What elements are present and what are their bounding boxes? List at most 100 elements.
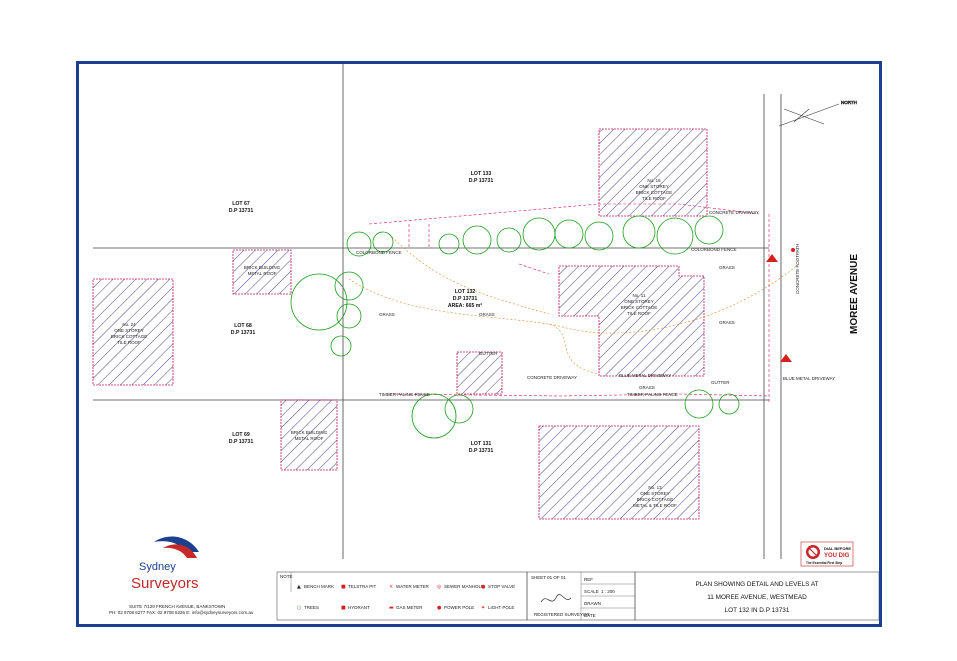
lot-133-name: LOT 133: [471, 171, 492, 177]
tree: [411, 393, 457, 439]
legend-symbol-icon: ×: [389, 584, 393, 590]
building-no-15: [598, 128, 708, 217]
surveyor-label: REGISTERED SURVEYOR: [534, 612, 590, 617]
lot-69-dp: D.P 13731: [229, 439, 254, 445]
sheet-info: SHEET 01 OF 01 REGISTERED SURVEYOR REF S…: [526, 571, 636, 621]
lot-131-dp: D.P 13731: [469, 448, 494, 454]
north-arrow: NORTH: [778, 100, 857, 127]
lot-67-name: LOT 67: [232, 201, 250, 207]
logo-name-line2: Surveyors: [131, 575, 199, 592]
legend-item-label: SEWER MANHOLE: [444, 584, 484, 589]
no-24-label: No. 24: [122, 322, 136, 327]
tree: [496, 227, 522, 253]
tree: [336, 303, 362, 329]
lot-68-name: LOT 68: [234, 323, 252, 329]
brick-top-roof: METAL ROOF: [248, 271, 277, 276]
legend-symbol-icon: ●: [481, 584, 486, 590]
street-name: MOREE AVENUE: [849, 254, 860, 334]
no-15-roof: TILE ROOF: [642, 196, 666, 201]
logo-address: SUITE 7/129 FRENCH AVENUE, BANKSTOWN: [129, 604, 225, 609]
lot-132-area: AREA: 665 m²: [448, 303, 483, 309]
dbyd-line2: YOU DIG: [824, 553, 850, 559]
tree: [346, 231, 372, 257]
no-11-material: BRICK COTTAGE: [621, 305, 657, 310]
no-11-roof: TILE ROOF: [627, 311, 651, 316]
utility-symbols: [766, 248, 795, 362]
legend-item-label: HYDRANT: [348, 605, 370, 610]
legend-item-label: POWER POLE: [444, 605, 474, 610]
tree: [334, 271, 364, 301]
lot-132-dp: D.P 13731: [453, 296, 478, 302]
no-13-material: BRICK COTTAGE: [637, 497, 673, 502]
contours: [348, 233, 800, 375]
legend-item-label: BENCH MARK: [304, 584, 334, 589]
no-13-storey: ONE STOREY: [640, 491, 669, 496]
legend-note-title: NOTE: [280, 574, 293, 579]
blue-metal-driveway-label: BLUE METAL DRIVEWAY: [619, 373, 671, 378]
legend-item-label: LIGHT POLE: [488, 605, 514, 610]
tree: [684, 389, 714, 419]
lot-labels: LOT 67 D.P 13731 LOT 133 D.P 13731 LOT 6…: [229, 171, 494, 454]
legend-symbol-icon: ●: [437, 605, 442, 611]
legend-symbol-icon: ■: [341, 584, 346, 590]
no-15-label: No. 15: [647, 178, 661, 183]
lot-67-dp: D.P 13731: [229, 208, 254, 214]
date-label: DATE: [584, 613, 596, 618]
dbyd-line3: The Essential First Step: [806, 561, 842, 565]
survey-plan: NORTH LOT 67 D.P 13731 LOT 133 D.P 13731…: [92, 64, 879, 621]
building-no-13: [538, 425, 700, 520]
lot-68-dp: D.P 13731: [231, 330, 256, 336]
no-11-label: No. 11: [633, 293, 646, 298]
boundaries: [93, 64, 782, 559]
logo-sail-icon: [163, 544, 197, 558]
grass-label: GRASS: [379, 312, 395, 317]
building-labels: No. 15 ONE STOREY BRICK COTTAGE TILE ROO…: [111, 178, 677, 508]
legend-symbol-icon: ✦: [481, 605, 485, 611]
tree: [584, 221, 614, 251]
scale-value: 1 : 200: [601, 589, 615, 594]
logo-sail-icon: [154, 536, 199, 552]
stop-valve-icon: [791, 248, 795, 252]
legend-item-label: TREES: [304, 605, 319, 610]
brick-top-label: BRICK BUILDING: [244, 265, 281, 270]
logo-contact: PH: 02 9708 6277 FAX: 02 9708 6226 E: in…: [109, 610, 254, 615]
site-annotations: GRASS GRASS GRASS GRASS GRASS CONCRETE D…: [356, 210, 835, 397]
title-block: PLAN SHOWING DETAIL AND LEVELS AT 11 MOR…: [634, 571, 879, 621]
legend-item-label: GAS METER: [396, 605, 423, 610]
title-line2: 11 MOREE AVENUE, WESTMEAD: [707, 594, 807, 601]
no-24-material: BRICK COTTAGE: [111, 334, 147, 339]
grass-label: GRASS: [639, 385, 655, 390]
logo-name-line1: Sydney: [139, 561, 176, 573]
timber-fence-label: TIMBER PALING FENCE: [627, 392, 678, 397]
tree: [438, 233, 460, 255]
timber-fence-label: TIMBER PALING FENCE: [379, 392, 430, 397]
legend-symbol-icon: ▲: [297, 584, 301, 590]
lot-69-name: LOT 69: [232, 432, 250, 438]
lot-131-name: LOT 131: [471, 441, 492, 447]
concrete-footpath-label: CONCRETE FOOTPATH: [795, 244, 800, 294]
surveyor-signature: [540, 594, 572, 603]
tree: [462, 225, 492, 255]
buildings: [92, 128, 708, 520]
legend-item-label: STOP VALVE: [488, 584, 515, 589]
tree: [372, 231, 394, 253]
building-no-24: [92, 278, 174, 386]
ref-label: REF: [584, 577, 593, 582]
scale-label: SCALE: [584, 589, 599, 594]
tree: [694, 215, 724, 245]
no-11-storey: ONE STOREY: [624, 299, 653, 304]
lot-132-name: LOT 132: [455, 289, 476, 295]
dial-before-you-dig-logo: DIAL BEFORE YOU DIG The Essential First …: [800, 541, 854, 567]
no-13-roof: METAL & TILE ROOF: [633, 503, 677, 508]
title-line1: PLAN SHOWING DETAIL AND LEVELS AT: [695, 581, 818, 588]
sheet-number: SHEET 01 OF 01: [531, 575, 566, 580]
no-24-roof: TILE ROOF: [117, 340, 141, 345]
brick-bottom-label: BRICK BUILDING: [291, 430, 328, 435]
tree: [718, 393, 740, 415]
brick-bottom-roof: METAL ROOF: [295, 436, 324, 441]
legend-item-label: TELSTRA PIT: [348, 584, 377, 589]
grass-label: GRASS: [479, 312, 495, 317]
gutter-label: GUTTER: [711, 380, 730, 385]
legend-symbol-icon: ◎: [437, 584, 442, 590]
legend: NOTE ▲BENCH MARK■TELSTRA PIT×WATER METER…: [276, 571, 528, 621]
